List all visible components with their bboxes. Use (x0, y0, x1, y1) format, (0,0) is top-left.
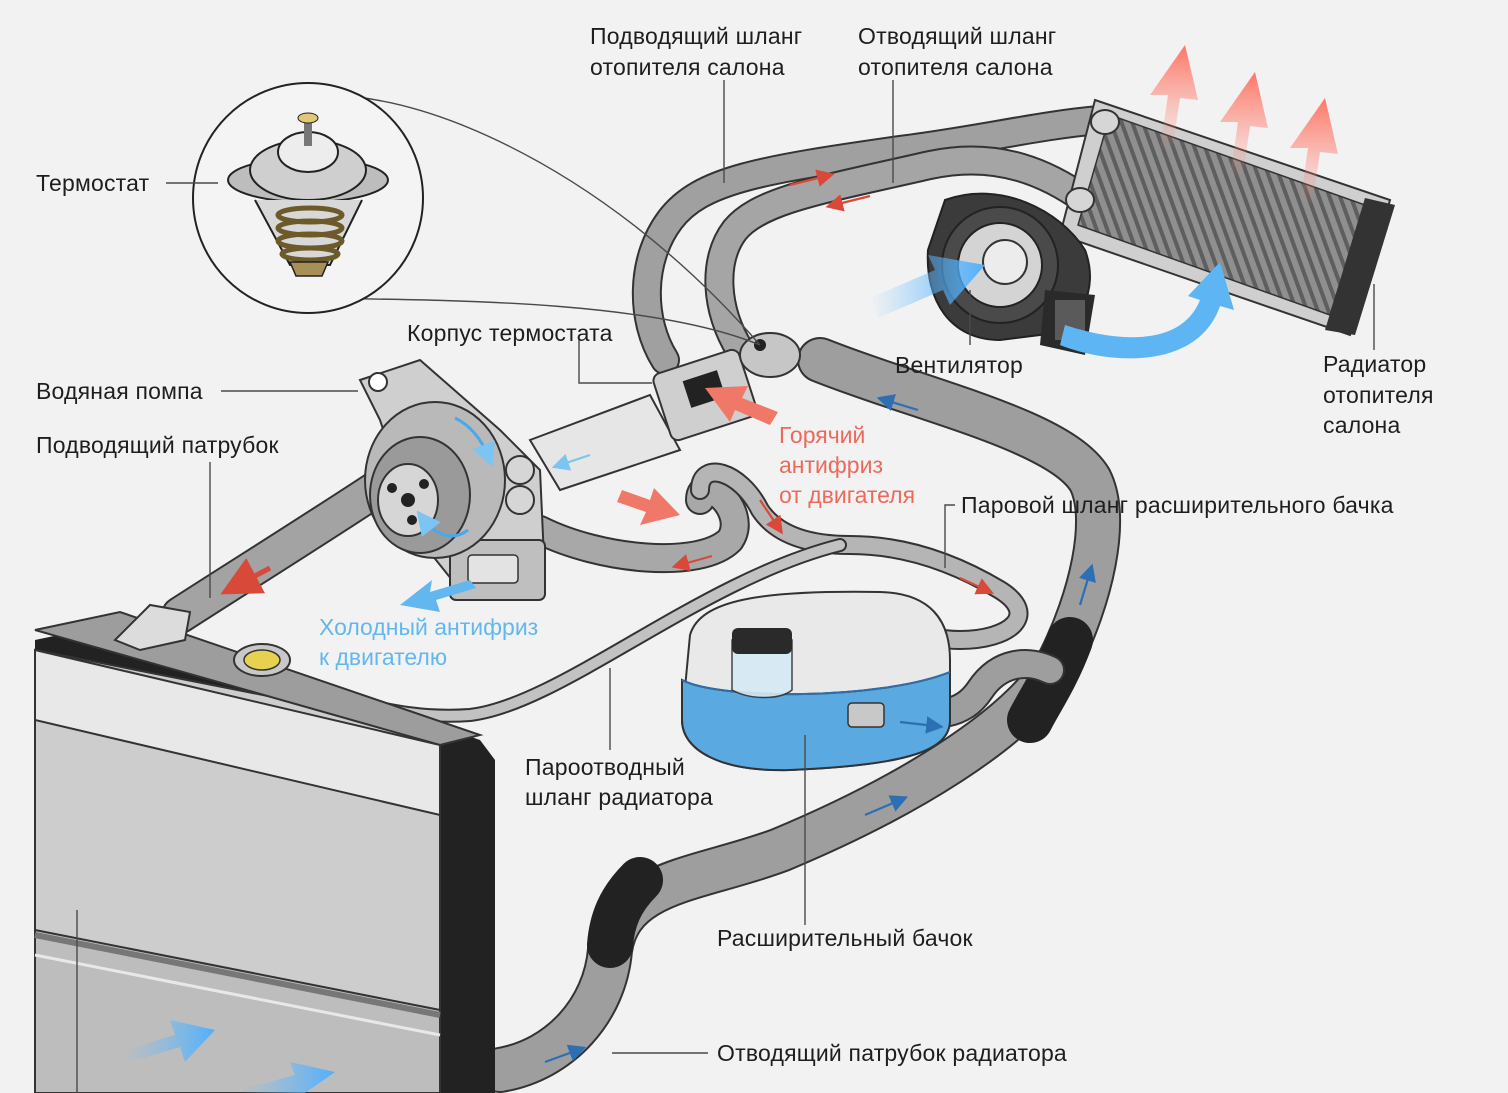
label-radiator-vent-hose-line2: шланг радиатора (525, 784, 713, 810)
label-heater-inlet-hose-line1: Подводящий шланг (590, 23, 802, 49)
thermostat-zoom (192, 82, 761, 346)
label-heater-outlet-hose-line2: отопителя салона (858, 54, 1053, 80)
hot-air-arrow (1220, 72, 1268, 180)
hot-coolant-arrow (617, 488, 680, 525)
label-hot-coolant-line2: антифриз (779, 452, 883, 478)
label-heater-core-line3: салона (1323, 412, 1400, 438)
hoses (161, 105, 1122, 1093)
label-heater-inlet-hose-line2: отопителя салона (590, 54, 785, 80)
radiator (34, 603, 495, 1093)
label-expansion-tank: Расширительный бачок (717, 925, 973, 951)
label-fan: Вентилятор (895, 352, 1023, 378)
leader-lines (76, 80, 1375, 1093)
label-thermostat: Термостат (36, 170, 150, 196)
label-cold-coolant-line1: Холодный антифриз (319, 614, 538, 640)
hose-flow-arrows (220, 169, 1096, 1064)
cold-air-arrow (870, 255, 985, 318)
hot-air-arrow (1150, 45, 1198, 152)
label-hot-coolant-line3: от двигателя (779, 482, 915, 508)
label-heater-core-line1: Радиатор (1323, 351, 1426, 377)
label-tank-steam-hose: Паровой шланг расширительного бачка (961, 492, 1394, 518)
labels: Термостат Подводящий шланг отопителя сал… (36, 23, 1434, 1066)
blown-air-arrow (1060, 262, 1234, 359)
label-water-pump: Водяная помпа (36, 378, 203, 404)
label-radiator-vent-hose-line1: Пароотводный (525, 754, 685, 780)
cold-coolant-arrow (400, 580, 476, 612)
water-pump (358, 358, 547, 601)
hot-air-arrow (1290, 98, 1338, 207)
expansion-tank (680, 590, 951, 772)
label-thermostat-housing: Корпус термостата (407, 320, 613, 346)
label-hot-coolant-line1: Горячий (779, 422, 865, 448)
label-cold-coolant-line2: к двигателю (319, 644, 447, 670)
label-radiator-outlet-pipe: Отводящий патрубок радиатора (717, 1040, 1067, 1066)
flow-arrows (125, 45, 1338, 1093)
hot-coolant-arrow (705, 386, 778, 425)
airflow-arrow (125, 1020, 215, 1062)
label-heater-outlet-hose-line1: Отводящий шланг (858, 23, 1056, 49)
blower-fan (926, 192, 1095, 355)
heater-core (1058, 98, 1395, 337)
airflow-arrow (240, 1062, 335, 1093)
label-heater-core-line2: отопителя (1323, 382, 1434, 408)
label-inlet-pipe: Подводящий патрубок (36, 432, 279, 458)
